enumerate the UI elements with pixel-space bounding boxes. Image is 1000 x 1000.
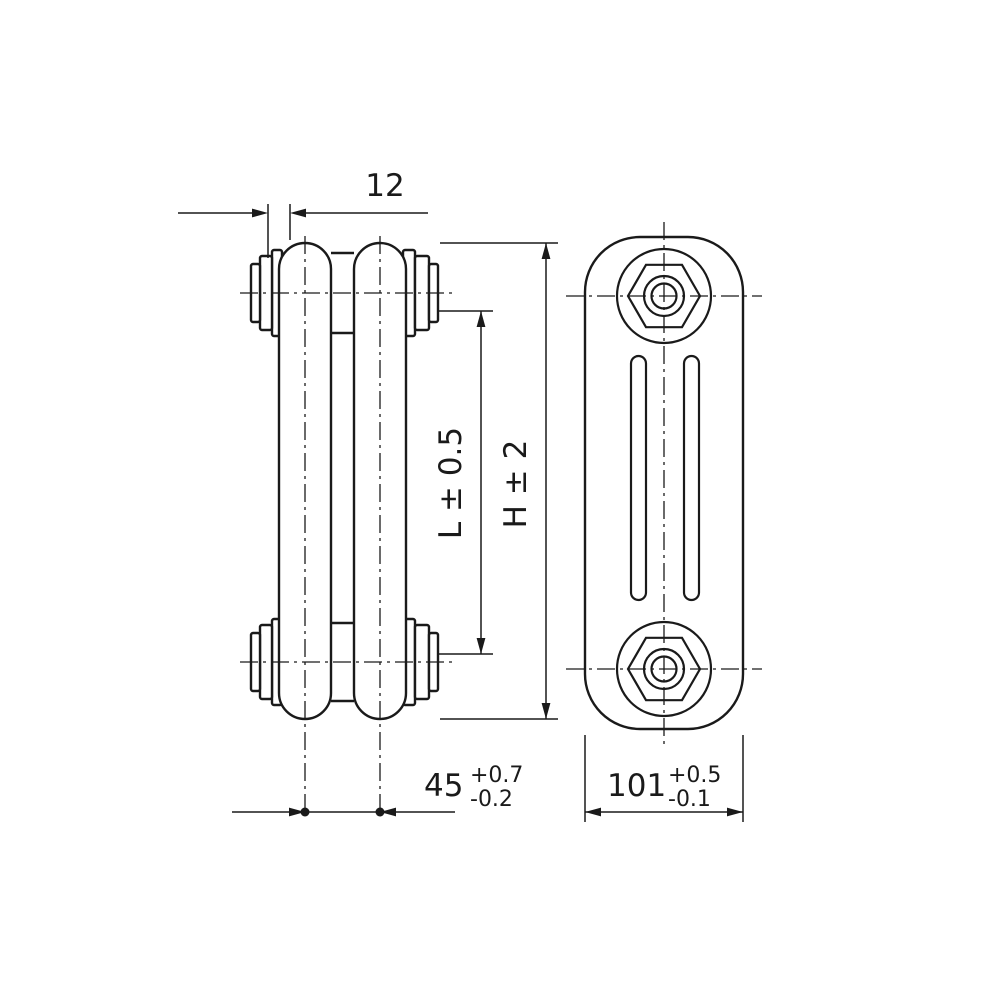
arrowhead-right (289, 807, 305, 817)
dimension-tolerance-minus: -0.2 (470, 787, 513, 812)
dimension-label-pitch: 12 (365, 168, 404, 204)
side-view-centerlines (240, 236, 452, 812)
arrowhead-down (541, 703, 551, 719)
dimension-width-101: 101 +0.5 -0.1 (584, 735, 744, 822)
dimension-tolerance-plus: +0.5 (668, 763, 721, 788)
arrowhead-left (585, 807, 601, 817)
arrowhead-up (541, 243, 551, 259)
arrowhead-up (476, 311, 486, 327)
dimension-label-height: H ± 2 (498, 440, 534, 529)
arrowhead-left (290, 208, 306, 218)
header-connector-lines (331, 251, 354, 703)
arrowhead-left (380, 807, 396, 817)
dimension-label-length: L ± 0.5 (433, 427, 469, 539)
column-slot-right (682, 354, 701, 602)
arrowhead-right (252, 208, 268, 218)
plug-outer-circle (615, 247, 713, 345)
front-view-centerlines (566, 222, 762, 748)
plug-outer-circle (615, 620, 713, 718)
dimension-depth-45: 45 +0.7 -0.2 (232, 763, 523, 817)
dimension-tolerance-plus: +0.7 (470, 763, 523, 788)
dimension-pitch-12: 12 (178, 168, 428, 258)
front-view (566, 222, 762, 748)
dimension-value-depth: 45 (424, 768, 463, 804)
column-slot-left (629, 354, 648, 602)
arrowhead-right (727, 807, 743, 817)
side-view (240, 236, 452, 812)
dimension-value-width: 101 (607, 768, 666, 804)
dimension-tolerance-minus: -0.1 (668, 787, 711, 812)
arrowhead-down (476, 638, 486, 654)
dimension-height-H: H ± 2 (440, 242, 558, 720)
dimension-length-L: L ± 0.5 (433, 310, 493, 655)
